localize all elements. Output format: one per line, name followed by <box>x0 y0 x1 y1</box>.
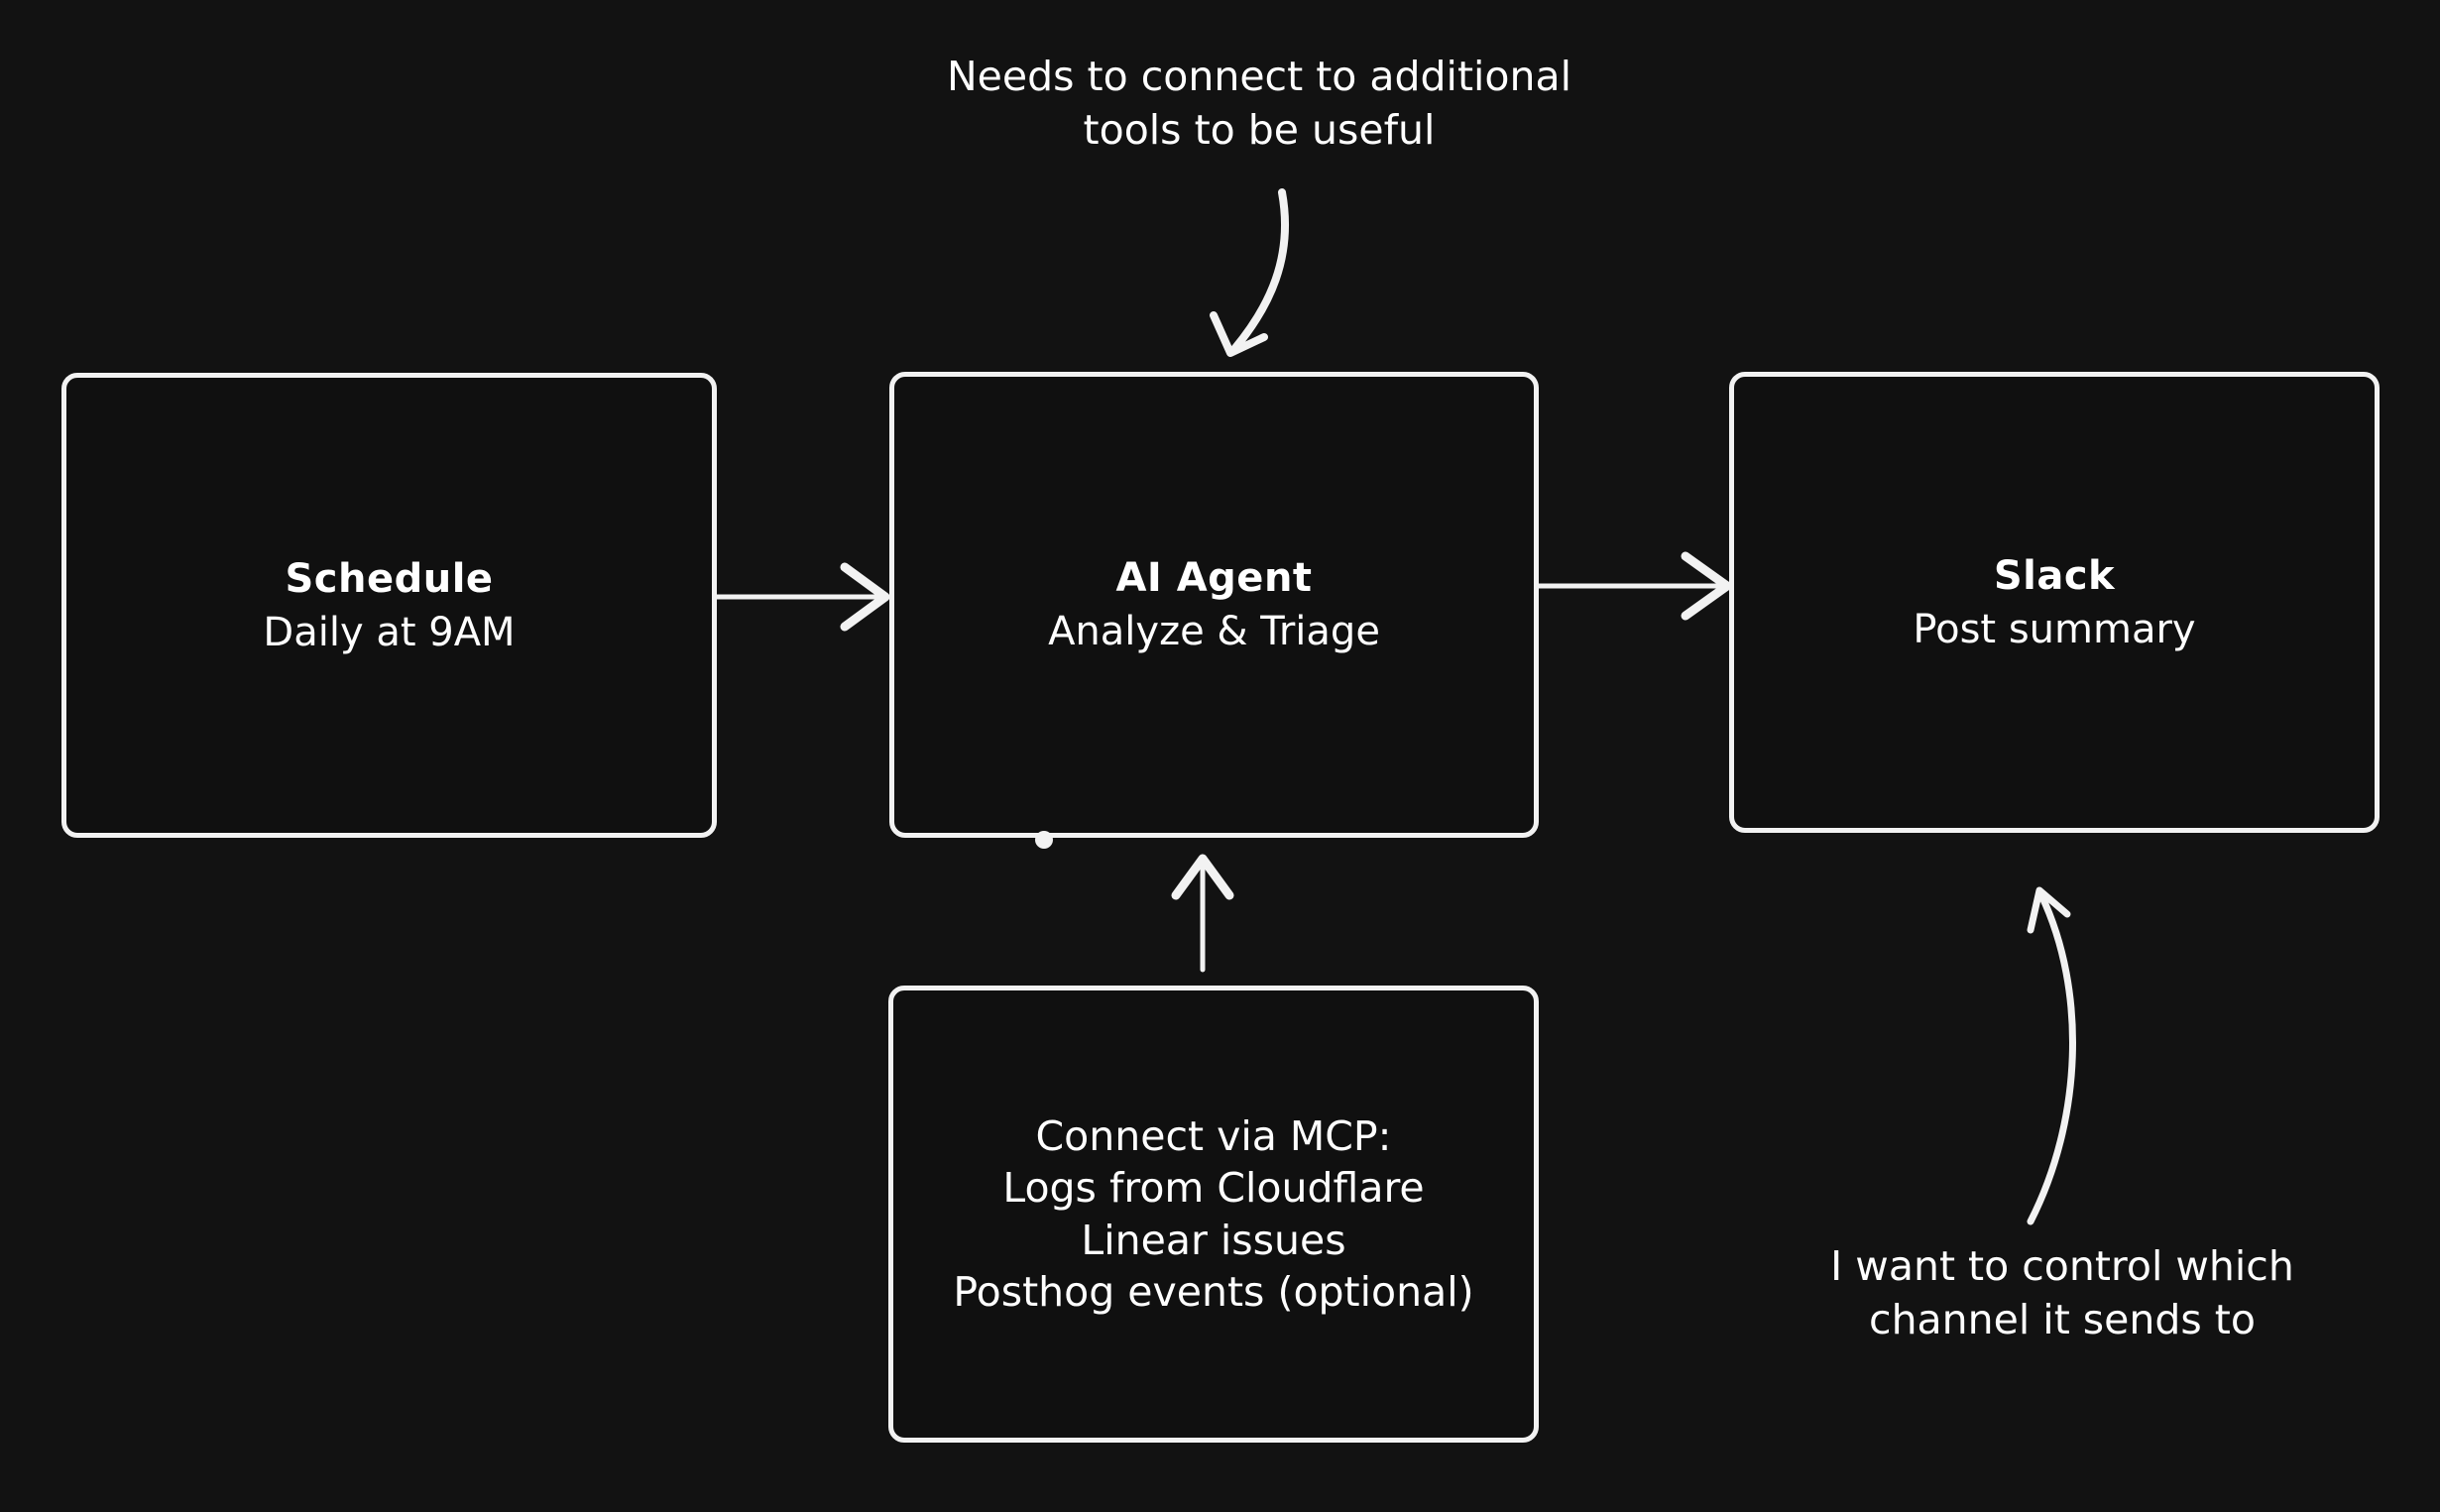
node-slack-title: Slack <box>1993 552 2116 599</box>
connector-mcp-to-agent <box>1171 854 1234 973</box>
connector-bottom-note-to-slack <box>2027 886 2076 1225</box>
node-mcp-line-2: Logs from Cloudflare <box>1002 1164 1425 1213</box>
node-mcp-line-4: Posthog events (optional) <box>953 1267 1474 1316</box>
annotation-bottom-right: I want to control which channel it sends… <box>1830 1242 2294 1344</box>
node-ai-agent[interactable]: AI Agent Analyze & Triage <box>889 372 1539 838</box>
node-schedule[interactable]: Schedule Daily at 9AM <box>61 373 717 838</box>
connector-schedule-to-agent <box>714 562 890 632</box>
node-mcp-line-3: Linear issues <box>1081 1216 1346 1264</box>
node-mcp-tools[interactable]: Connect via MCP: Logs from Cloudflare Li… <box>888 986 1539 1443</box>
node-schedule-title: Schedule <box>285 555 494 602</box>
node-slack[interactable]: Slack Post summary <box>1729 372 2380 833</box>
connector-top-note-to-agent <box>1210 188 1289 357</box>
node-ai-agent-title: AI Agent <box>1115 555 1313 601</box>
connector-agent-to-slack <box>1536 551 1732 621</box>
node-ai-agent-subtitle: Analyze & Triage <box>1048 609 1380 654</box>
annotation-top: Needs to connect to additional tools to … <box>946 53 1571 155</box>
node-mcp-line-1: Connect via MCP: <box>1035 1111 1392 1160</box>
node-schedule-subtitle: Daily at 9AM <box>263 609 516 655</box>
node-slack-subtitle: Post summary <box>1913 606 2196 652</box>
